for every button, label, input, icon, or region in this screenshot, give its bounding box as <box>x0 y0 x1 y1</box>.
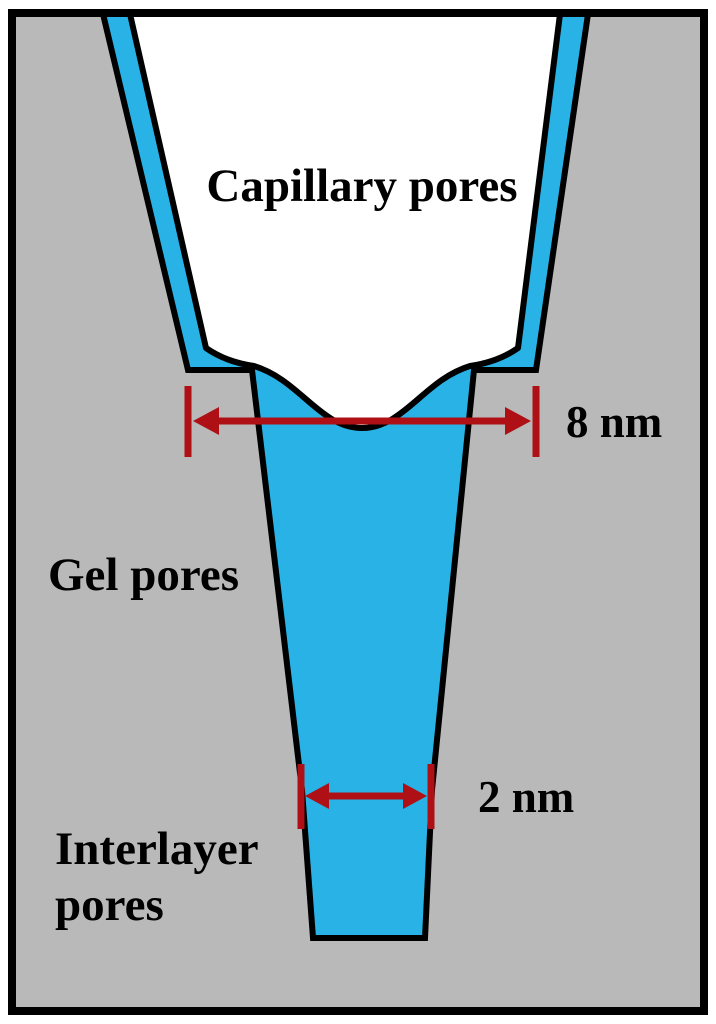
dimension-8nm: 8 nm <box>184 386 662 457</box>
capillary-pores-label: Capillary pores <box>206 160 517 212</box>
capillary-void-shape <box>127 11 563 431</box>
dimension-8nm-left-arrowhead <box>193 407 219 435</box>
interlayer-pores-label-line2: pores <box>55 879 164 931</box>
dimension-2nm-right-arrowhead <box>403 783 427 809</box>
dimension-8nm-label: 8 nm <box>566 397 662 447</box>
dimension-2nm-label: 2 nm <box>478 772 574 822</box>
interlayer-pores-label-line1: Interlayer <box>55 823 259 875</box>
dimension-2nm: 2 nm <box>297 764 574 829</box>
dimension-2nm-left-arrowhead <box>305 783 329 809</box>
dimension-8nm-right-arrowhead <box>505 407 531 435</box>
gel-pores-label: Gel pores <box>48 549 239 601</box>
